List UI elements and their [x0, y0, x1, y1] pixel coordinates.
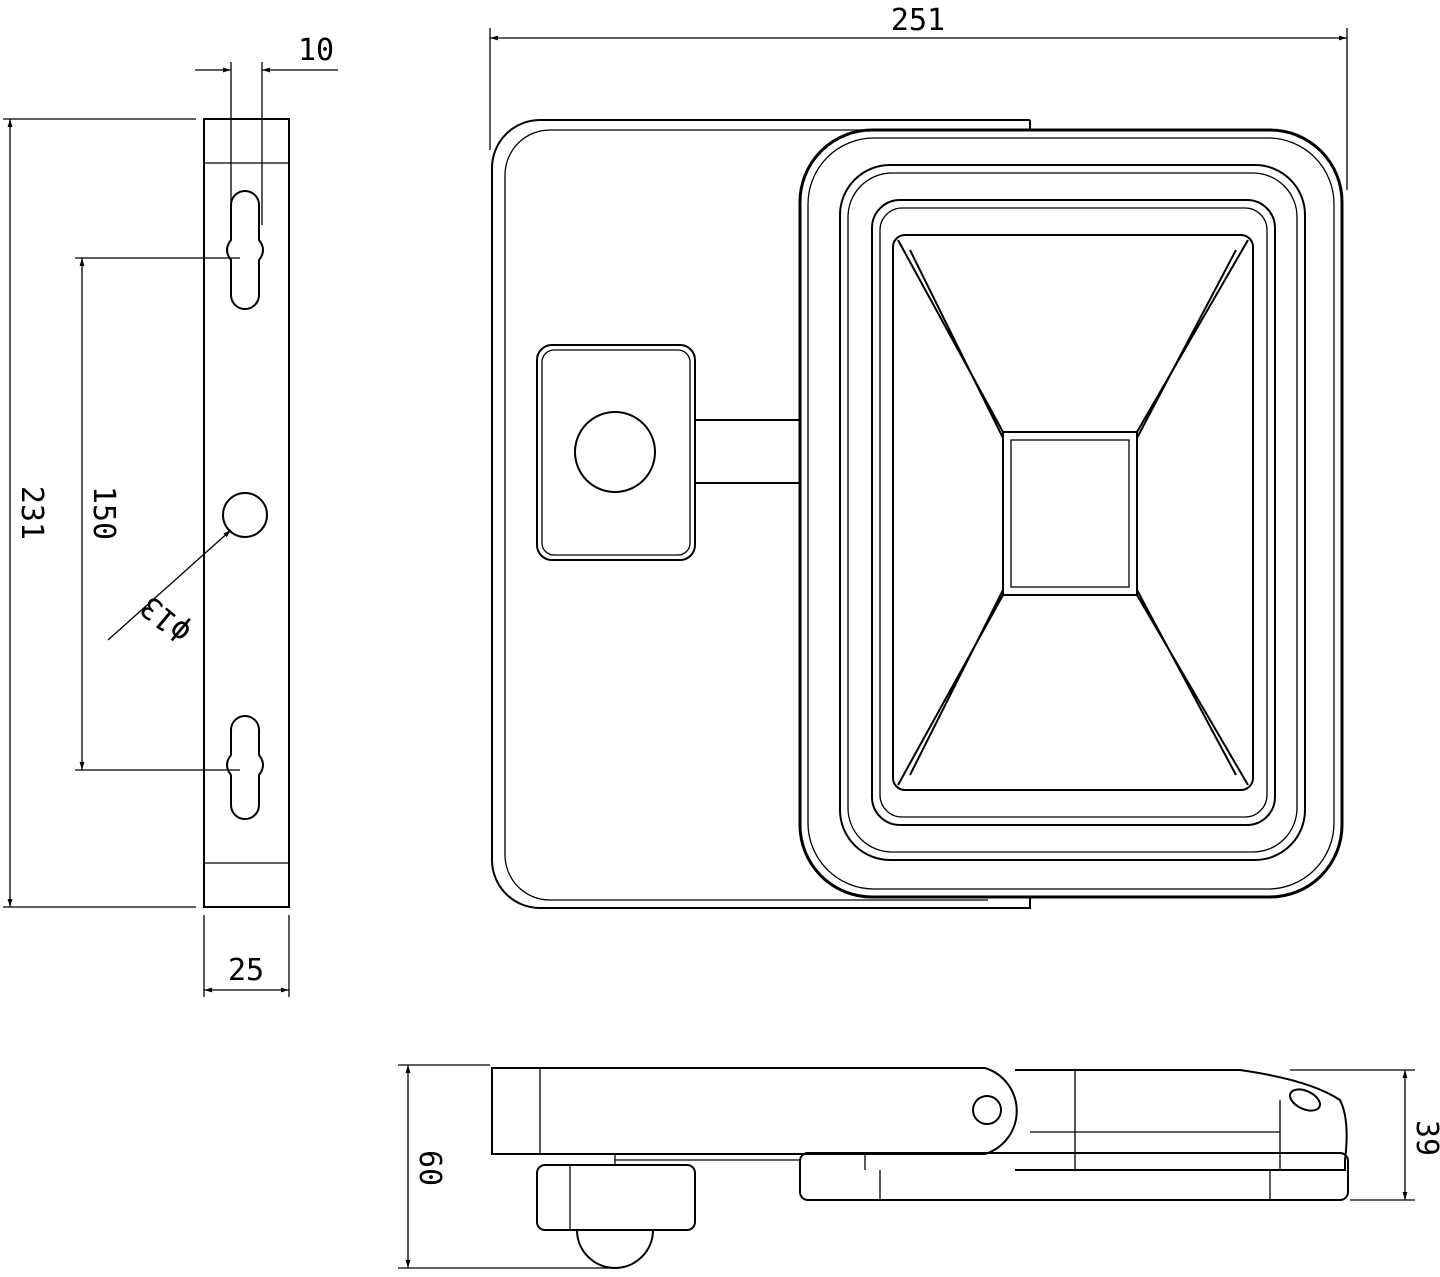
- back-plate: [491, 119, 1031, 909]
- floodlight-bottom-view: [491, 1067, 1349, 1269]
- dim-label-total-depth: 60: [412, 1150, 447, 1186]
- bracket-side-view: [203, 62, 290, 908]
- dim-label-spacing: 150: [86, 486, 121, 540]
- dimension-251: 251: [489, 3, 1348, 190]
- back-plate-inner: [504, 129, 988, 901]
- led-chip: [1002, 431, 1138, 596]
- dimension-231: 231: [3, 118, 196, 908]
- lamp-head-bezel: [839, 164, 1306, 861]
- keyhole-slot-top: [226, 190, 264, 310]
- pivot-screw: [972, 1095, 1002, 1125]
- dimension-diameter: ϕ13: [107, 529, 232, 650]
- reflector-facets: [897, 239, 1249, 786]
- floodlight-front-view: [491, 119, 1344, 909]
- dimension-60: 60: [398, 1064, 615, 1269]
- mounting-hole: [222, 492, 268, 538]
- keyhole-slot-bottom: [226, 715, 264, 820]
- sensor-arm-side: [614, 1154, 800, 1165]
- dimension-39: 39: [1290, 1069, 1440, 1201]
- sensor-housing-side: [536, 1164, 696, 1231]
- dim-label-head-depth: 39: [1409, 1120, 1440, 1156]
- cable-gland: [1289, 1088, 1321, 1112]
- dim-label-bracket-depth: 25: [228, 953, 264, 988]
- lamp-head-outer: [798, 128, 1344, 899]
- dim-label-height: 231: [14, 486, 49, 540]
- reflector: [892, 234, 1254, 791]
- dim-label-diameter: ϕ13: [134, 588, 198, 650]
- bracket-plate-bottom: [491, 1067, 1018, 1155]
- bracket-outline: [203, 118, 290, 908]
- lamp-lens-side: [799, 1152, 1349, 1201]
- dimension-10: 10: [195, 33, 338, 73]
- sensor-housing: [536, 344, 696, 561]
- pir-sensor: [574, 411, 656, 493]
- pir-dome: [576, 1229, 654, 1269]
- dimension-150: 150: [75, 257, 240, 771]
- lens-frame: [871, 199, 1276, 826]
- sensor-arm: [695, 419, 800, 484]
- lamp-head-side: [1015, 1069, 1348, 1171]
- dim-label-width: 251: [891, 3, 945, 38]
- dim-label-slot: 10: [298, 33, 334, 68]
- dimension-25: 25: [203, 915, 290, 997]
